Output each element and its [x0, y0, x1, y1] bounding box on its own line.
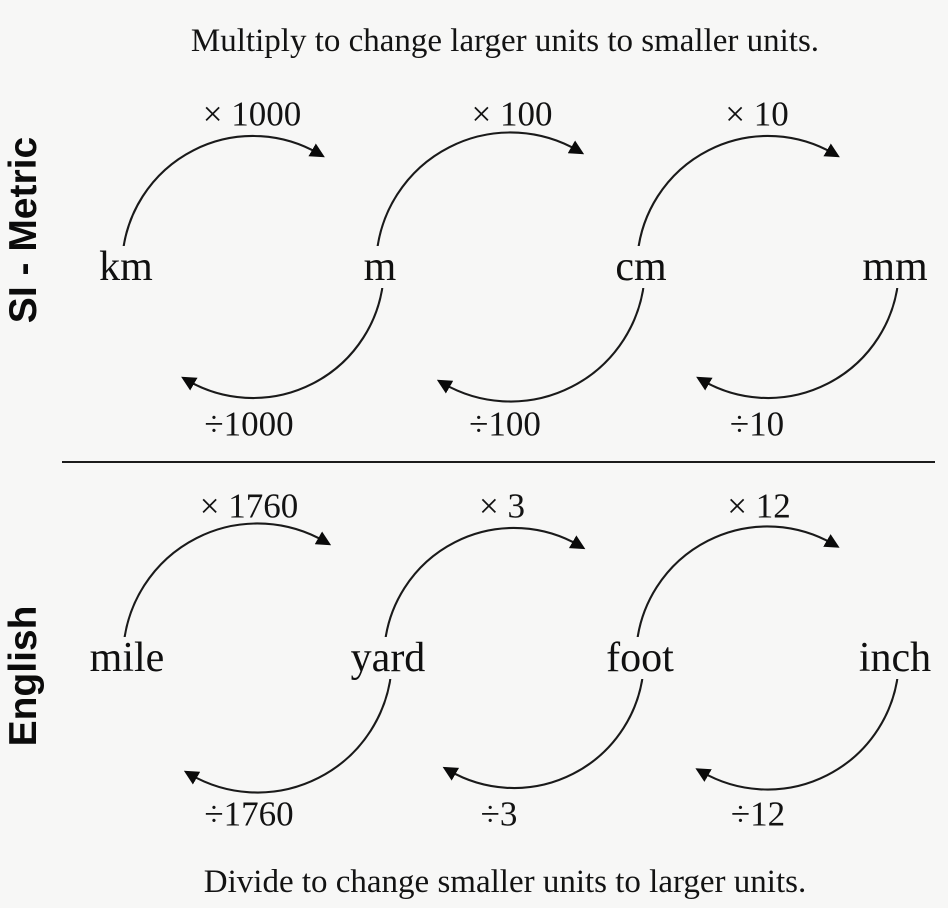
bottom-caption: Divide to change smaller units to larger… [203, 864, 807, 900]
metric-multiply-label-1: × 100 [471, 94, 553, 134]
metric-divide-arrow-1 [436, 280, 646, 403]
section-divider [62, 461, 935, 463]
english-unit-inch: inch [853, 637, 937, 679]
row-label-si-metric: SI - Metric [2, 136, 45, 324]
metric-unit-cm: cm [610, 246, 672, 288]
metric-multiply-label-0: × 1000 [202, 94, 302, 134]
english-unit-mile: mile [84, 637, 170, 679]
metric-unit-mm: mm [857, 246, 933, 288]
english-multiply-label-2: × 12 [727, 486, 791, 526]
metric-divide-label-1: ÷100 [469, 404, 541, 444]
metric-divide-label-0: ÷1000 [204, 404, 294, 444]
english-multiply-arrow-2 [635, 525, 840, 645]
english-multiply-label-1: × 3 [479, 486, 525, 526]
english-divide-arrow-2 [695, 671, 900, 791]
english-divide-arrow-1 [442, 671, 645, 790]
metric-multiply-arrow-0 [121, 134, 325, 254]
english-multiply-arrow-1 [383, 526, 586, 645]
row-label-english: English [2, 605, 45, 747]
english-divide-label-0: ÷1760 [204, 794, 294, 834]
english-divide-arrow-0 [183, 671, 393, 794]
english-unit-yard: yard [345, 637, 431, 679]
metric-divide-arrow-0 [181, 280, 385, 400]
english-divide-label-2: ÷12 [730, 794, 786, 834]
metric-divide-label-2: ÷10 [729, 404, 785, 444]
metric-multiply-arrow-1 [375, 131, 585, 254]
top-caption: Multiply to change larger units to small… [190, 23, 820, 59]
english-unit-foot: foot [601, 637, 679, 679]
metric-multiply-label-2: × 10 [725, 94, 789, 134]
english-multiply-label-0: × 1760 [199, 486, 299, 526]
english-divide-label-1: ÷3 [480, 794, 518, 834]
metric-divide-arrow-2 [696, 280, 900, 400]
english-multiply-arrow-0 [122, 522, 332, 645]
metric-unit-km: km [94, 246, 158, 288]
metric-multiply-arrow-2 [636, 134, 840, 254]
metric-unit-m: m [358, 246, 402, 288]
